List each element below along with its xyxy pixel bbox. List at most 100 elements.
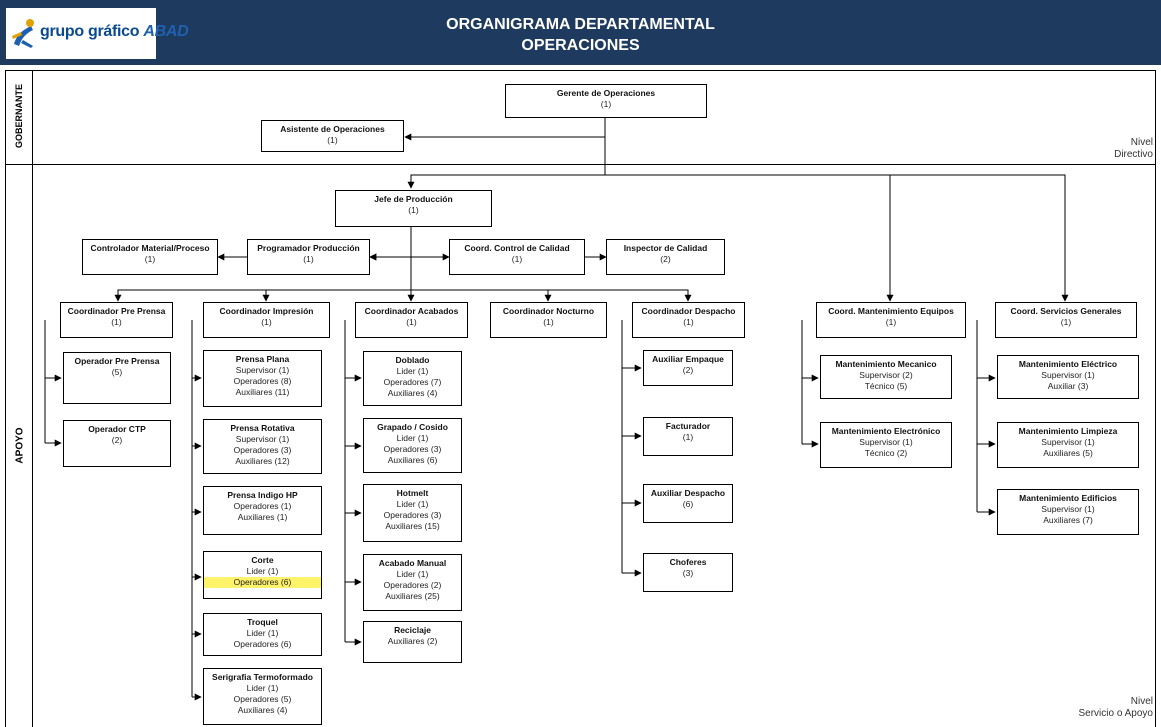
org-box-detail: Auxiliares (7) (1043, 515, 1093, 525)
org-box-title: Operador CTP (88, 424, 146, 434)
org-box-title: Jefe de Producción (374, 194, 453, 204)
org-box-title: Coordinador Impresión (219, 306, 314, 316)
org-box-coord-despacho: Coordinador Despacho(1) (632, 302, 745, 338)
org-box-title: Coordinador Despacho (641, 306, 736, 316)
org-box-title: Doblado (395, 355, 430, 365)
org-box-detail: Lider (1) (396, 499, 429, 509)
org-box-detail: (2) (111, 435, 123, 445)
org-box-title: Prensa Indigo HP (227, 490, 298, 500)
org-box-detail: Lider (1) (396, 433, 429, 443)
org-box-detail: Auxiliares (12) (235, 456, 290, 466)
org-box-title: Facturador (665, 421, 711, 431)
org-box-detail: (1) (303, 254, 314, 264)
org-box-detail: (1) (406, 317, 417, 327)
org-box-detail: Operadores (3) (383, 444, 442, 454)
org-box-title: Acabado Manual (378, 558, 447, 568)
org-box-jefe: Jefe de Producción(1) (335, 190, 492, 227)
org-box-title: Troquel (247, 617, 278, 627)
org-box-detail: (5) (111, 367, 123, 377)
org-box-title: Mantenimiento Electrónico (831, 426, 941, 436)
org-box-detail: (1) (885, 317, 897, 327)
org-box-detail: (1) (511, 254, 523, 264)
org-box-detail: (1) (600, 99, 612, 109)
org-box-op-preprensa: Operador Pre Prensa(5) (63, 352, 171, 404)
org-box-detail: (1) (327, 135, 338, 145)
org-box-detail: Auxiliares (2) (387, 636, 438, 646)
org-box-detail: Auxiliar (3) (1047, 381, 1089, 391)
org-box-detail: Lider (1) (246, 683, 279, 693)
org-box-detail: Supervisor (1) (859, 437, 913, 447)
org-box-title: Inspector de Calidad (623, 243, 708, 253)
org-box-detail: Lider (1) (396, 366, 429, 376)
lane-header-gobernante (5, 70, 33, 165)
org-box-detail: Supervisor (1) (1041, 437, 1095, 447)
org-box-title: Mantenimiento Edificios (1019, 493, 1117, 503)
org-box-detail: Supervisor (1) (1041, 370, 1095, 380)
org-box-title: Prensa Rotativa (230, 423, 295, 433)
org-box-title: Choferes (669, 557, 707, 567)
org-box-detail: Operadores (3) (233, 445, 292, 455)
org-box-detail: (1) (144, 254, 156, 264)
org-box-title: Hotmelt (396, 488, 429, 498)
org-box-detail: Operadores (1) (233, 501, 292, 511)
lane-apoyo (5, 164, 1156, 727)
org-box-title: Mantenimiento Limpieza (1018, 426, 1118, 436)
org-box-detail: (1) (682, 432, 694, 442)
org-box-detail: Auxiliares (15) (385, 521, 440, 531)
org-box-title: Operador Pre Prensa (74, 356, 160, 366)
org-box-detail: (1) (408, 205, 419, 215)
org-box-title: Coordinador Pre Prensa (67, 306, 166, 316)
org-box-inspector: Inspector de Calidad(2) (606, 239, 725, 275)
org-box-detail: Lider (1) (246, 566, 279, 576)
org-box-detail: Operadores (7) (383, 377, 442, 387)
org-box-title: Coordinador Nocturno (502, 306, 595, 316)
org-box-title: Serigrafia Termoformado (212, 672, 313, 682)
org-box-title: Reciclaje (394, 625, 431, 635)
org-box-detail: Auxiliares (4) (387, 388, 438, 398)
org-box-title: Mantenimiento Eléctrico (1018, 359, 1118, 369)
org-box-asistente: Asistente de Operaciones(1) (261, 120, 404, 152)
org-box-detail: Supervisor (1) (235, 434, 290, 444)
org-box-detail: (2) (682, 365, 694, 375)
org-box-title: Coord. Control de Calidad (464, 243, 570, 253)
page-subtitle: OPERACIONES (521, 37, 640, 54)
org-box-coord-serv: Coord. Servicios Generales(1) (995, 302, 1137, 338)
org-box-detail: Auxiliares (4) (237, 705, 288, 715)
org-box-title: Auxiliar Despacho (650, 488, 726, 498)
org-box-detail: Lider (1) (396, 569, 429, 579)
logo-text: grupo gráfico ABAD (40, 23, 189, 40)
org-box-gerente: Gerente de Operaciones(1) (505, 84, 707, 118)
org-box-detail: Auxiliares (6) (387, 455, 438, 465)
org-box-title: Coordinador Acabados (364, 306, 459, 316)
org-box-title: Mantenimiento Mecanico (835, 359, 937, 369)
org-box-title: Programador Producción (257, 243, 360, 253)
org-box-title: Prensa Plana (235, 354, 290, 364)
org-box-detail: Auxiliares (1) (237, 512, 288, 522)
org-box-detail: (3) (682, 568, 694, 578)
org-box-detail: (2) (660, 254, 671, 264)
page-title: ORGANIGRAMA DEPARTAMENTAL (446, 16, 715, 33)
org-box-controlador: Controlador Material/Proceso(1) (82, 239, 218, 275)
org-box-detail: Lider (1) (246, 628, 279, 638)
header-bar: grupo gráfico ABAD ORGANIGRAMA DEPARTAME… (0, 0, 1161, 65)
company-logo: grupo gráfico ABAD (5, 7, 189, 60)
org-box-detail: Operadores (2) (383, 580, 442, 590)
org-box-detail: Operadores (6) (233, 639, 292, 649)
org-box-detail: (6) (682, 499, 694, 509)
org-box-title: Asistente de Operaciones (280, 124, 385, 134)
org-box-detail: Operadores (5) (233, 694, 292, 704)
org-box-title: Controlador Material/Proceso (90, 243, 210, 253)
org-box-coord-nocturno: Coordinador Nocturno(1) (490, 302, 607, 338)
org-box-detail: (1) (683, 317, 694, 327)
